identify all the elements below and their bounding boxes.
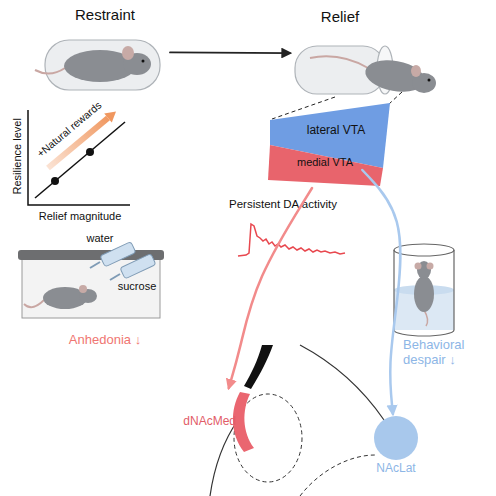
annotation-label: Persistent DA activity bbox=[223, 198, 343, 211]
annotation-label: Anhedonia ↓ bbox=[55, 333, 155, 348]
nucleus-region: NAcLat bbox=[366, 414, 426, 476]
brain-outline bbox=[210, 420, 238, 496]
mouse-ear bbox=[415, 263, 422, 270]
graph-dot bbox=[51, 177, 59, 185]
graph-dot bbox=[86, 148, 94, 156]
node-label: Relief bbox=[290, 8, 390, 25]
cylinder-base bbox=[394, 330, 454, 336]
annotation-label: water bbox=[80, 232, 120, 245]
projection-arrow bbox=[229, 188, 312, 388]
nac-outline bbox=[300, 455, 375, 496]
annotation-label: Relief magnitude bbox=[30, 210, 130, 223]
cylinder-wall bbox=[394, 250, 454, 330]
mouse-ear bbox=[427, 263, 434, 270]
annotation-label: Resilience level bbox=[11, 106, 24, 206]
node-label: medial VTA bbox=[280, 156, 370, 169]
node-label: lateral VTA bbox=[286, 124, 386, 138]
graph-line bbox=[35, 122, 125, 198]
da-trace bbox=[238, 224, 345, 256]
restraint-panel: Restraint bbox=[40, 6, 170, 98]
node-label: dNAcMed bbox=[178, 415, 236, 429]
annotation-label: Behavioral despair ↓ bbox=[403, 338, 483, 368]
node-shape bbox=[290, 6, 430, 101]
node-label: NAcLat bbox=[366, 462, 426, 476]
mouse-body bbox=[414, 276, 434, 312]
flow-arrow bbox=[170, 51, 290, 54]
cylinder-rim bbox=[394, 244, 454, 256]
brain-outline bbox=[300, 345, 384, 420]
projection-arrow bbox=[362, 170, 400, 414]
sucrose-bottle bbox=[120, 254, 156, 279]
relief-panel: Relief bbox=[290, 6, 430, 101]
mouse-ear bbox=[79, 285, 87, 293]
bottle-spout bbox=[110, 274, 120, 280]
annotation-label: sucrose bbox=[112, 280, 162, 293]
mouse-tail bbox=[424, 310, 428, 326]
nucleus-region: dNAcMed bbox=[178, 388, 260, 454]
mouse-tail bbox=[24, 300, 44, 307]
bottle-spout bbox=[90, 262, 100, 268]
reward-arrow-head bbox=[104, 112, 116, 123]
ventricle bbox=[244, 345, 273, 389]
zoom-line bbox=[389, 92, 402, 104]
node-label: Restraint bbox=[40, 6, 170, 23]
vta-band: medial VTA bbox=[266, 143, 386, 188]
